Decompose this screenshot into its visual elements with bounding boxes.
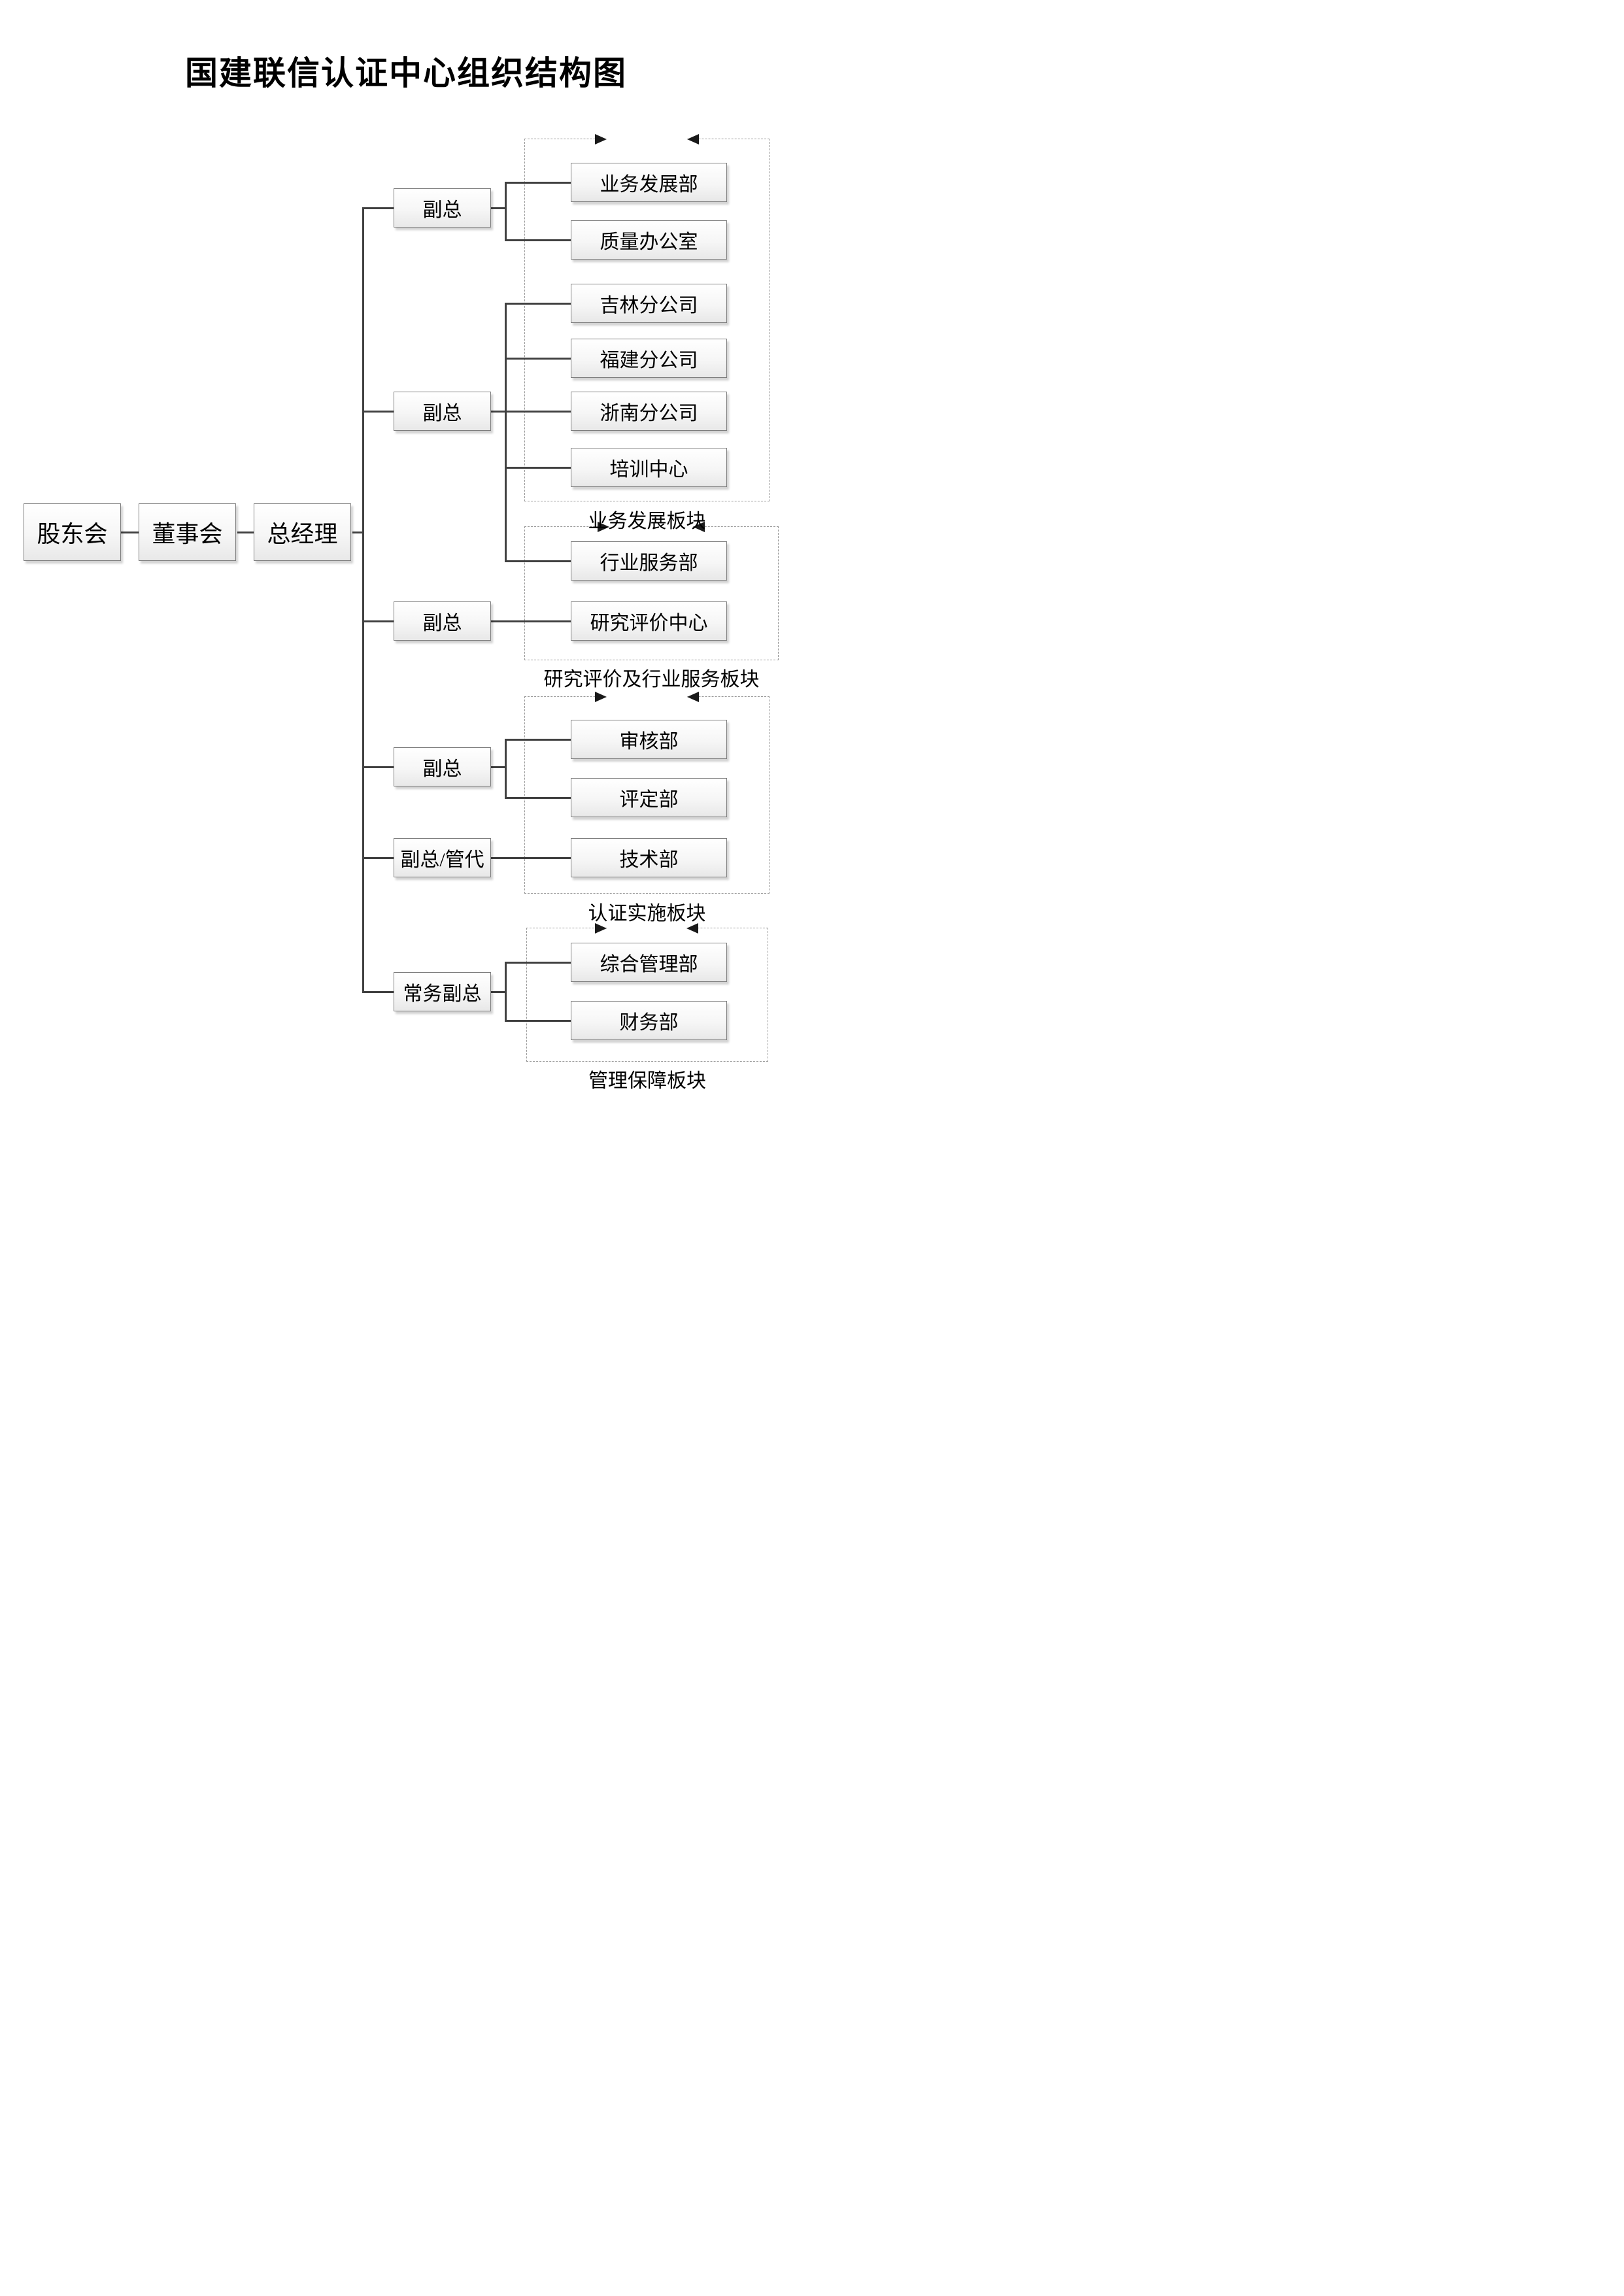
page-title: 国建联信认证中心组织结构图 [185, 55, 627, 92]
group-border-gap [606, 138, 687, 141]
dept-assessment: 评定部 [571, 778, 727, 817]
dept-business-development: 业务发展部 [571, 163, 727, 202]
connector-line [505, 182, 571, 184]
group-border-gap [609, 526, 693, 529]
arrowhead-right-icon [595, 692, 607, 702]
connector-branch-line [505, 739, 507, 799]
connector-line [362, 991, 394, 993]
connector-branch-line [505, 962, 507, 1022]
node-deputy-gm-2: 副总 [394, 392, 491, 431]
connector-line [491, 857, 571, 859]
connector-branch-line [505, 303, 507, 562]
group-label-certification-implementation: 认证实施板块 [588, 903, 706, 924]
connector-line [505, 739, 571, 741]
connector-line [505, 560, 571, 562]
connector-branch-line [505, 182, 507, 241]
connector-line [505, 239, 571, 241]
group-label-management-support: 管理保障板块 [588, 1070, 706, 1092]
connector-line [505, 467, 571, 469]
dept-technology: 技术部 [571, 838, 727, 877]
dept-zhenan-branch: 浙南分公司 [571, 392, 727, 431]
connector-line [505, 1020, 571, 1022]
arrowhead-left-icon [687, 134, 699, 144]
node-deputy-gm-1: 副总 [394, 188, 491, 228]
node-shareholders-meeting: 股东会 [24, 503, 121, 561]
connector-line [505, 797, 571, 799]
dept-training-center: 培训中心 [571, 448, 727, 487]
arrowhead-right-icon [595, 134, 607, 144]
node-deputy-gm-3: 副总 [394, 601, 491, 641]
dept-jilin-branch: 吉林分公司 [571, 284, 727, 323]
dept-audit: 审核部 [571, 720, 727, 759]
group-label-business-development: 业务发展板块 [588, 511, 706, 532]
group-box-business-development [524, 134, 770, 501]
org-chart-page: 国建联信认证中心组织结构图 [0, 0, 812, 1148]
node-board-of-directors: 董事会 [139, 503, 236, 561]
connector-line [362, 766, 394, 768]
connector-line [352, 532, 364, 533]
dept-industry-service: 行业服务部 [571, 541, 727, 581]
connector-line [505, 358, 571, 360]
node-executive-deputy-gm: 常务副总 [394, 972, 491, 1011]
dept-quality-office: 质量办公室 [571, 220, 727, 260]
dept-finance: 财务部 [571, 1001, 727, 1040]
arrowhead-left-icon [693, 522, 705, 532]
group-label-research-industry: 研究评价及行业服务板块 [543, 669, 760, 690]
connector-trunk-line [362, 207, 364, 993]
connector-line [121, 532, 139, 533]
connector-line [505, 303, 571, 305]
arrowhead-left-icon [686, 923, 698, 934]
connector-line [491, 991, 506, 993]
connector-line [491, 207, 506, 209]
node-general-manager: 总经理 [254, 503, 351, 561]
connector-line [491, 766, 506, 768]
group-box-certification-implementation [524, 692, 770, 894]
node-deputy-gm-management-rep: 副总/管代 [394, 838, 491, 877]
group-border-gap [606, 696, 687, 699]
connector-line [491, 411, 571, 413]
arrowhead-right-icon [595, 923, 607, 934]
connector-line [237, 532, 254, 533]
dept-research-evaluation-center: 研究评价中心 [571, 601, 727, 641]
group-box-management-support [526, 923, 768, 1062]
arrowhead-left-icon [687, 692, 699, 702]
node-deputy-gm-4: 副总 [394, 747, 491, 786]
arrowhead-right-icon [598, 522, 609, 532]
connector-line [362, 207, 394, 209]
connector-line [505, 962, 571, 964]
dept-general-management: 综合管理部 [571, 943, 727, 982]
connector-line [491, 620, 571, 622]
group-border-gap [607, 927, 686, 930]
connector-line [362, 620, 394, 622]
connector-line [362, 411, 394, 413]
connector-line [362, 857, 394, 859]
group-box-research-industry [524, 522, 779, 660]
dept-fujian-branch: 福建分公司 [571, 339, 727, 378]
